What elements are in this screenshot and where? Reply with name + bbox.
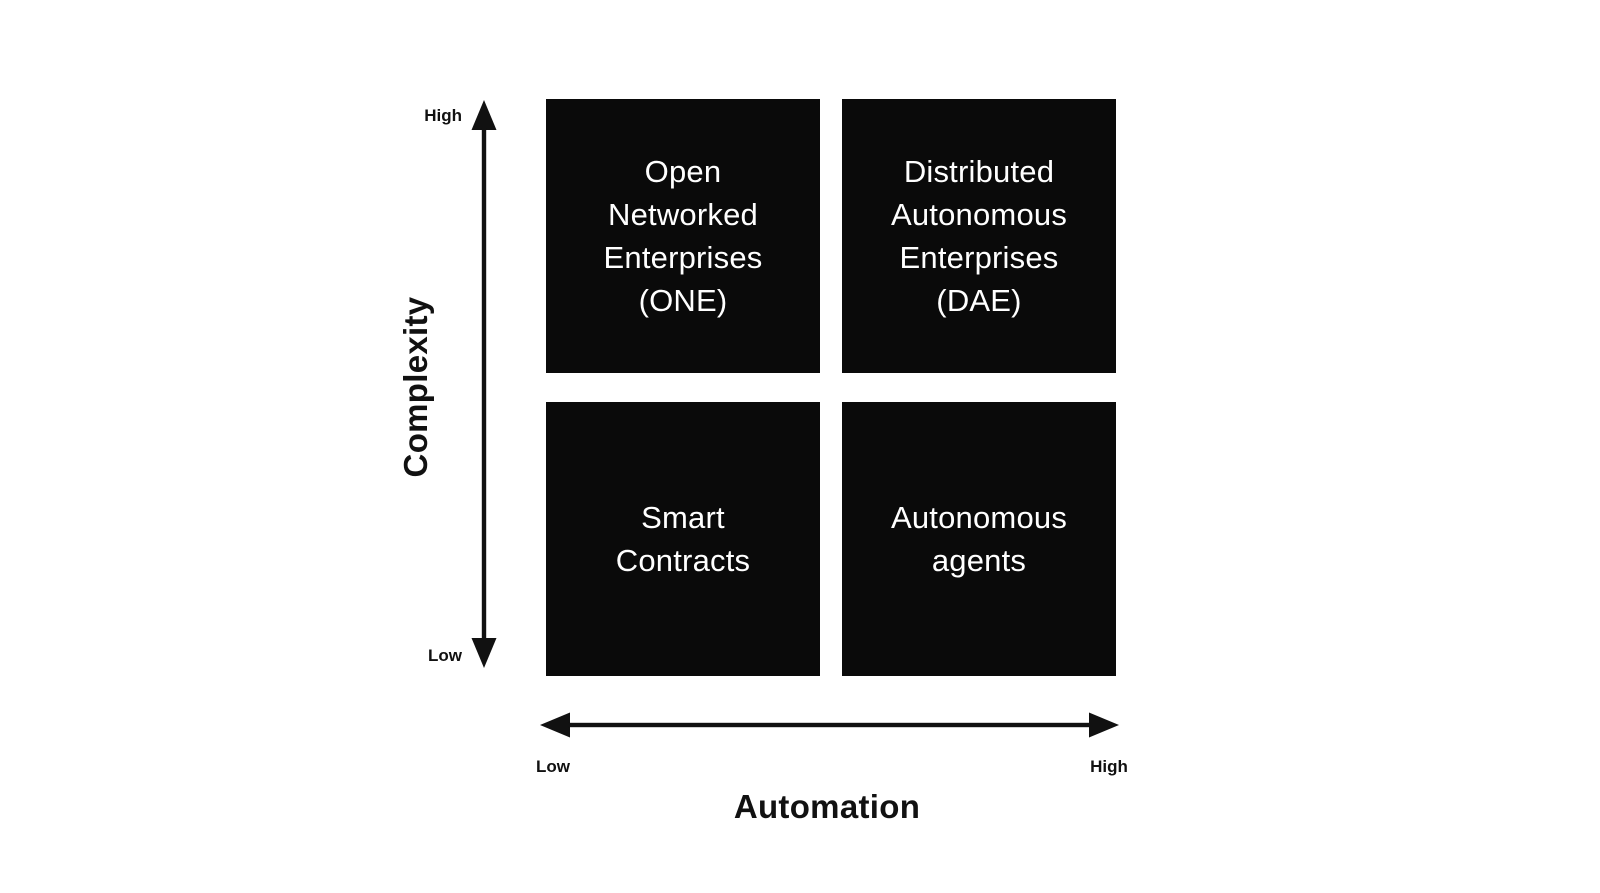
x-axis-title: Automation [733,788,921,825]
y-axis-high-label: High [424,106,462,125]
x-axis-high-label: High [1090,757,1128,776]
quadrant-bottom-left-label: Smart Contracts [615,500,751,578]
y-axis-low-label: Low [428,646,462,665]
x-axis-double-arrow-icon [540,712,1119,738]
x-axis-low-label: Low [536,757,570,776]
quadrant-bottom-left: Smart Contracts [546,402,820,676]
y-axis-double-arrow-icon [471,100,497,668]
quadrant-top-right-label: Distributed Autonomous Enterprises (DAE) [890,154,1068,318]
quadrant-bottom-right: Autonomous agents [842,402,1116,676]
quadrant-top-left: Open Networked Enterprises (ONE) [546,99,820,373]
y-axis-title: Complexity [397,296,434,478]
quadrant-bottom-right-label: Autonomous agents [890,500,1068,578]
quadrant-top-left-label: Open Networked Enterprises (ONE) [603,154,763,318]
quadrant-top-right: Distributed Autonomous Enterprises (DAE) [842,99,1116,373]
